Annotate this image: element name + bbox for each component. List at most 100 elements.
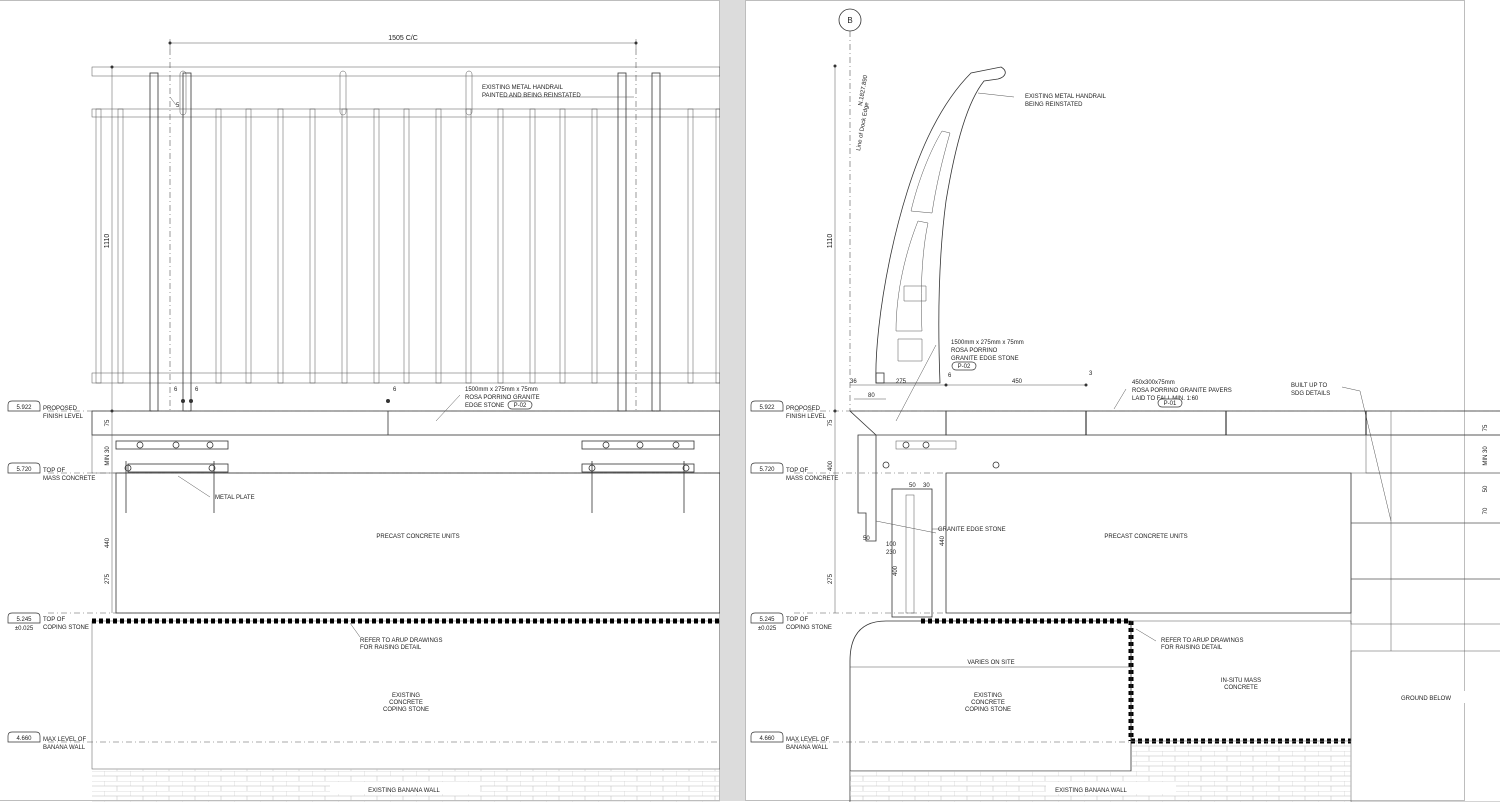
metal-handrail <box>91 49 720 412</box>
right-dim-275b: 275 <box>828 573 834 584</box>
baluster <box>715 108 720 384</box>
dim-r70: 70 <box>1483 507 1489 514</box>
handrail-note: EXISTING METAL HANDRAIL PAINTED AND BEIN… <box>482 85 634 99</box>
baluster <box>465 108 472 384</box>
baluster <box>435 108 442 384</box>
right-precast-label: PRECAST CONCRETE UNITS <box>1104 534 1187 540</box>
baluster <box>529 108 536 384</box>
dim-3: 3 <box>1089 371 1093 377</box>
right-coping1: EXISTING <box>974 693 1002 699</box>
baluster <box>95 108 102 384</box>
left-elevation-drawing: 1505 C/C 1110 75 MIN 30 440 275 5 6 6 6 … <box>7 35 720 802</box>
level-marker-coping: 5.245 ±0.025 TOP OF COPING STONE <box>7 612 89 632</box>
varies-label: VARIES ON SITE <box>967 660 1014 666</box>
edge-stone-tag: P-02 <box>514 403 527 409</box>
section-marker-label: B <box>847 16 852 25</box>
right-edge-note2: ROSA PORRINO <box>951 348 998 354</box>
right-banana-label: EXISTING BANANA WALL <box>1055 788 1127 794</box>
level-marker-banana: 4.660 MAX LEVEL OF BANANA WALL <box>7 731 86 751</box>
right-level-coping: 5.245 ±0.025 TOP OF COPING STONE <box>750 612 832 632</box>
right-edge-note3: GRANITE EDGE STONE <box>951 356 1019 362</box>
right-dim-400a: 400 <box>828 460 834 471</box>
dim-r50: 50 <box>1483 485 1489 492</box>
right-level-finish-l1: PROPOSED <box>786 406 821 412</box>
right-dim-75: 75 <box>828 419 834 426</box>
level-banana-label2: BANANA WALL <box>43 745 86 751</box>
insitu-line2: CONCRETE <box>1224 685 1258 691</box>
right-level-banana-l2: BANANA WALL <box>786 745 829 751</box>
right-level-coping-l2: COPING STONE <box>786 625 832 631</box>
dim-275-label: 275 <box>105 573 111 584</box>
dock-edge-rotated: N.1827.890 <box>858 74 869 106</box>
spacing-dimension: 1505 C/C <box>168 35 638 49</box>
metal-plate-label: METAL PLATE <box>215 495 255 501</box>
baluster <box>215 108 222 384</box>
coping-stone: REFER TO ARUP DRAWINGS FOR RAISING DETAI… <box>91 618 720 770</box>
dim-6c-label: 6 <box>393 387 397 393</box>
right-coping2: CONCRETE <box>971 700 1005 706</box>
right-level-finish-value: 5.922 <box>759 405 775 411</box>
dim-5-label: 5 <box>176 103 180 109</box>
dim-r75: 75 <box>1483 424 1489 431</box>
coping-line2: CONCRETE <box>389 700 423 706</box>
level-marker-mass: 5.720 TOP OF MASS CONCRETE <box>7 462 95 482</box>
baluster <box>245 108 252 384</box>
dock-edge-label: Line of Dock Edge <box>856 101 871 151</box>
level-coping-label1: TOP OF <box>43 617 65 623</box>
granite-edge-label: GRANITE EDGE STONE <box>938 527 1006 533</box>
dim-275: 275 <box>896 379 907 385</box>
right-level-coping-value: 5.245 <box>759 617 775 623</box>
level-coping-label2: COPING STONE <box>43 625 89 631</box>
coping-line1: EXISTING <box>392 693 420 699</box>
dim-6: 6 <box>948 373 952 379</box>
right-level-mass-l2: MASS CONCRETE <box>786 476 838 482</box>
baluster <box>341 108 348 384</box>
right-dim-height: 1110 <box>827 234 834 249</box>
granite-edge-stone-vertical: GRANITE EDGE STONE 50 30 50 100 230 440 … <box>857 434 1006 618</box>
edge-stone-line1: 1500mm x 275mm x 75mm <box>465 387 538 393</box>
base-plate-left <box>115 440 229 513</box>
ground-below: GROUND BELOW <box>1350 650 1500 802</box>
pavers-note1: 450x300x75mm <box>1132 380 1175 386</box>
level-coping-value: 5.245 <box>16 617 32 623</box>
right-edge-tag: P-02 <box>958 364 971 370</box>
dim-6b-label: 6 <box>195 387 199 393</box>
baluster <box>309 108 316 384</box>
baluster <box>373 108 380 384</box>
ground-below-label: GROUND BELOW <box>1401 696 1451 702</box>
right-level-finish: 5.922 PROPOSED FINISH LEVEL <box>750 400 827 420</box>
left-elevation-sheet: 1505 C/C 1110 75 MIN 30 440 275 5 6 6 6 … <box>0 0 720 802</box>
right-level-coping-sub: ±0.025 <box>758 626 777 632</box>
precast-concrete-units: PRECAST CONCRETE UNITS <box>115 472 720 614</box>
right-level-banana-value: 4.660 <box>759 736 775 742</box>
baluster <box>591 108 598 384</box>
right-level-mass-value: 5.720 <box>759 467 775 473</box>
built-up-line2: SDG DETAILS <box>1291 391 1330 397</box>
section-marker: B <box>838 8 862 411</box>
dim-440-label: 440 <box>105 537 111 548</box>
right-refer1: REFER TO ARUP DRAWINGS <box>1161 638 1243 644</box>
post-cap <box>339 70 347 116</box>
right-level-finish-l2: FINISH LEVEL <box>786 414 827 420</box>
dim-6a-label: 6 <box>174 387 178 393</box>
right-level-mass-l1: TOP OF <box>786 468 808 474</box>
sheet-gap <box>720 0 745 801</box>
baluster <box>117 108 124 384</box>
level-marker-finish: 5.922 PROPOSED FINISH LEVEL <box>7 400 84 420</box>
dim-height-label: 1110 <box>104 234 111 249</box>
precast-label: PRECAST CONCRETE UNITS <box>376 534 459 540</box>
dim-80: 80 <box>868 393 875 399</box>
baluster <box>403 108 410 384</box>
right-banana-wall: EXISTING BANANA WALL <box>850 741 1351 802</box>
paving-layer <box>848 410 1500 474</box>
level-banana-value: 4.660 <box>16 736 32 742</box>
pavers-tag: P-01 <box>1164 401 1177 407</box>
dim-50a: 50 <box>909 483 916 489</box>
dim-450: 450 <box>1012 379 1023 385</box>
dim-100: 100 <box>886 542 897 548</box>
pavers-note2: ROSA PORRINO GRANITE PAVERS <box>1132 388 1232 394</box>
level-coping-sub: ±0.025 <box>15 626 34 632</box>
level-mass-value: 5.720 <box>16 467 32 473</box>
right-handrail-note2: BEING REINSTATED <box>1025 102 1083 108</box>
right-refer2: FOR RAISING DETAIL <box>1161 645 1223 651</box>
